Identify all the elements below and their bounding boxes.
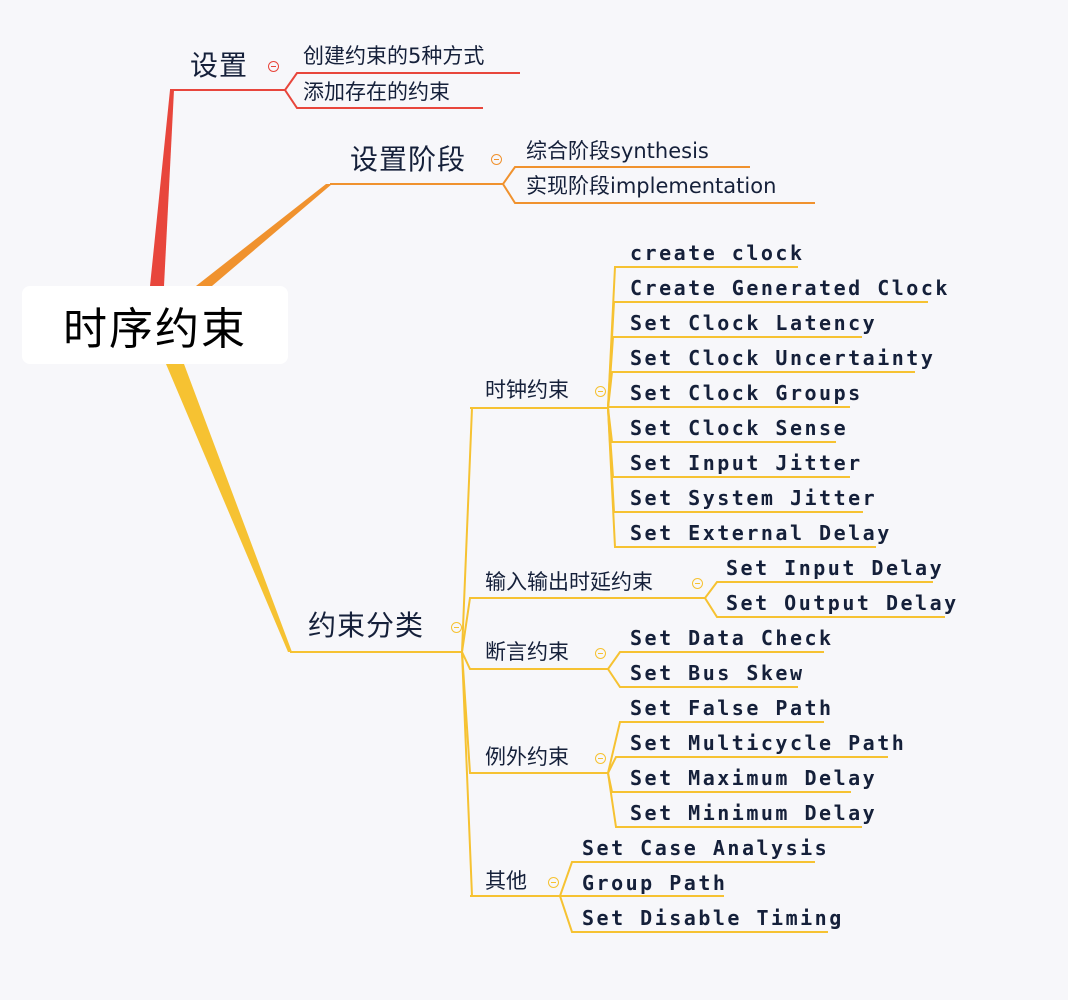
collapse-icon[interactable]	[595, 753, 606, 764]
leaf-node[interactable]: Set Maximum Delay	[630, 768, 877, 788]
leaf-node[interactable]: create clock	[630, 243, 805, 263]
leaf-label: 实现阶段implementation	[526, 174, 777, 198]
collapse-icon[interactable]	[491, 154, 502, 165]
leaf-node[interactable]: Set Clock Sense	[630, 418, 848, 438]
collapse-icon[interactable]	[595, 386, 606, 397]
leaf-label: Set Bus Skew	[630, 661, 805, 685]
leaf-node[interactable]: Set Disable Timing	[582, 908, 844, 928]
leaf-label: Set Maximum Delay	[630, 766, 878, 790]
leaf-label: Set Data Check	[630, 626, 834, 650]
leaf-label: Set Clock Latency	[630, 311, 878, 335]
subbranch-label: 时钟约束	[485, 378, 569, 402]
leaf-label: Create Generated Clock	[630, 276, 950, 300]
collapse-icon[interactable]	[548, 877, 559, 888]
branch-label: 约束分类	[308, 609, 425, 642]
leaf-label: Set Clock Sense	[630, 416, 849, 440]
leaf-node[interactable]: Set Bus Skew	[630, 663, 805, 683]
leaf-node[interactable]: Set External Delay	[630, 523, 892, 543]
collapse-icon[interactable]	[451, 622, 462, 633]
leaf-label: 综合阶段synthesis	[526, 139, 709, 163]
leaf-label: Set Clock Groups	[630, 381, 863, 405]
subbranch-label: 例外约束	[485, 745, 569, 769]
subbranch-label: 输入输出时延约束	[485, 570, 653, 594]
root-label: 时序约束	[63, 304, 247, 355]
subbranch-assertion-constraints[interactable]: 断言约束	[485, 642, 569, 663]
collapse-icon[interactable]	[692, 578, 703, 589]
leaf-node[interactable]: Set Clock Latency	[630, 313, 877, 333]
leaf-node[interactable]: Set Clock Uncertainty	[630, 348, 935, 368]
leaf-label: 创建约束的5种方式	[303, 44, 485, 68]
collapse-icon[interactable]	[268, 61, 279, 72]
subbranch-other[interactable]: 其他	[485, 871, 527, 892]
branch-label: 设置	[190, 49, 249, 82]
subbranch-label: 断言约束	[485, 640, 569, 664]
leaf-label: Set External Delay	[630, 521, 892, 545]
leaf-label: Set False Path	[630, 696, 834, 720]
leaf-label: Set System Jitter	[630, 486, 878, 510]
leaf-label: Set Case Analysis	[582, 836, 830, 860]
leaf-node[interactable]: 创建约束的5种方式	[303, 46, 484, 67]
leaf-label: Set Output Delay	[726, 591, 959, 615]
leaf-node[interactable]: Set Minimum Delay	[630, 803, 877, 823]
leaf-node[interactable]: 实现阶段implementation	[526, 176, 776, 197]
leaf-node[interactable]: Group Path	[582, 873, 727, 893]
leaf-label: Group Path	[582, 871, 728, 895]
leaf-node[interactable]: 综合阶段synthesis	[526, 141, 709, 162]
leaf-node[interactable]: Set Case Analysis	[582, 838, 829, 858]
leaf-node[interactable]: Set Multicycle Path	[630, 733, 906, 753]
branch-settings[interactable]: 设置	[190, 52, 248, 80]
leaf-label: Set Multicycle Path	[630, 731, 907, 755]
root-node[interactable]: 时序约束	[22, 286, 288, 364]
leaf-label: Set Clock Uncertainty	[630, 346, 936, 370]
leaf-node[interactable]: Set Input Jitter	[630, 453, 863, 473]
leaf-node[interactable]: Set Output Delay	[726, 593, 959, 613]
subbranch-clock-constraints[interactable]: 时钟约束	[485, 380, 569, 401]
subbranch-exception-constraints[interactable]: 例外约束	[485, 747, 569, 768]
leaf-node[interactable]: Set System Jitter	[630, 488, 877, 508]
branch-label: 设置阶段	[350, 143, 467, 176]
leaf-label: Set Minimum Delay	[630, 801, 878, 825]
leaf-label: create clock	[630, 241, 805, 265]
leaf-label: Set Input Delay	[726, 556, 945, 580]
leaf-node[interactable]: Set Data Check	[630, 628, 834, 648]
leaf-node[interactable]: 添加存在的约束	[303, 82, 450, 103]
leaf-node[interactable]: Set Input Delay	[726, 558, 944, 578]
leaf-node[interactable]: Create Generated Clock	[630, 278, 950, 298]
subbranch-label: 其他	[485, 869, 527, 893]
leaf-label: Set Disable Timing	[582, 906, 844, 930]
collapse-icon[interactable]	[595, 648, 606, 659]
branch-constraint-categories[interactable]: 约束分类	[308, 612, 424, 640]
leaf-node[interactable]: Set False Path	[630, 698, 834, 718]
leaf-node[interactable]: Set Clock Groups	[630, 383, 863, 403]
leaf-label: Set Input Jitter	[630, 451, 863, 475]
branch-setup-stage[interactable]: 设置阶段	[350, 146, 466, 174]
subbranch-io-delay-constraints[interactable]: 输入输出时延约束	[485, 572, 653, 593]
leaf-label: 添加存在的约束	[303, 80, 450, 104]
